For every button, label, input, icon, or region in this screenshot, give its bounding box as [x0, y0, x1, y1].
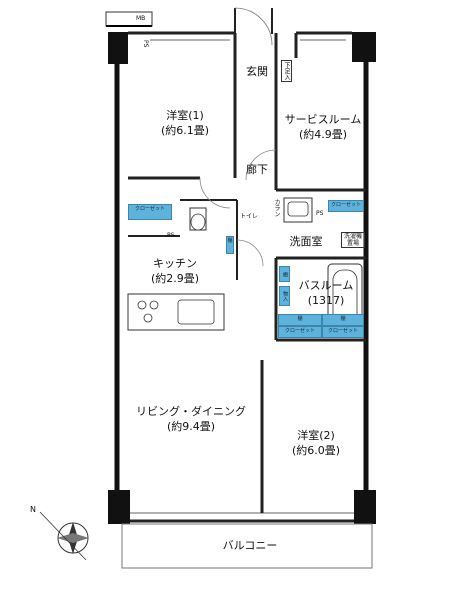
service-room-size: (約4.9畳) — [298, 128, 348, 141]
balcony-label: バルコニー — [222, 539, 278, 552]
shoe-closet-label: 下足入 — [281, 60, 292, 82]
washer-label: 洗濯機置場 — [341, 232, 365, 248]
ps-top-label: PS — [142, 40, 149, 48]
living-dining: リビング・ダイニング (約9.4畳) — [128, 404, 254, 434]
kitchen-size: (約2.9畳) — [150, 272, 200, 285]
ps-wash-label: PS — [316, 210, 324, 217]
service-room-name: サービスルーム — [284, 113, 362, 126]
balcony-outline — [121, 523, 373, 569]
kitchen-name: キッチン — [153, 257, 197, 270]
kara-label: カラン — [273, 199, 280, 217]
shelf-1: 棚 — [278, 314, 322, 326]
ps-kitchen-label: PS — [167, 232, 175, 239]
service-room: サービスルーム (約4.9畳) — [280, 112, 366, 142]
western-room-1: 洋室(1) (約6.1畳) — [145, 108, 225, 138]
western-room-2-size: (約6.0畳) — [291, 444, 341, 457]
washroom-label: 洗面室 — [289, 235, 323, 248]
closet-wash: クローゼット — [328, 200, 364, 212]
bathroom-name: バスルーム — [298, 279, 354, 292]
kitchen: キッチン (約2.9畳) — [138, 256, 212, 286]
entrance-label: 玄関 — [246, 65, 268, 78]
bathroom: バスルーム (1317) — [294, 278, 358, 308]
western-room-2: 洋室(2) (約6.0畳) — [276, 428, 356, 458]
living-dining-size: (約9.4畳) — [166, 420, 216, 433]
linen-closet: 物入 — [279, 286, 290, 306]
closet-w2-left: クローゼット — [278, 326, 322, 338]
hallway-label: 廊下 — [246, 163, 268, 176]
mb-label: MB — [136, 15, 146, 22]
linen-1: 棚 — [279, 266, 290, 282]
shelf-2: 棚 — [322, 314, 364, 326]
compass-north-label: N — [30, 505, 36, 514]
bathroom-size: (1317) — [307, 294, 345, 307]
western-room-1-name: 洋室(1) — [166, 109, 204, 122]
western-room-1-size: (約6.1畳) — [160, 124, 210, 137]
closet-kitchen: クローゼット — [128, 204, 172, 220]
shelf-3: 棚 — [226, 236, 234, 254]
closet-w2-right: クローゼット — [322, 326, 364, 338]
kitchen-counter — [127, 293, 225, 331]
living-dining-name: リビング・ダイニング — [136, 405, 246, 418]
western-room-2-name: 洋室(2) — [297, 429, 335, 442]
toilet-label: トイレ — [240, 213, 259, 220]
